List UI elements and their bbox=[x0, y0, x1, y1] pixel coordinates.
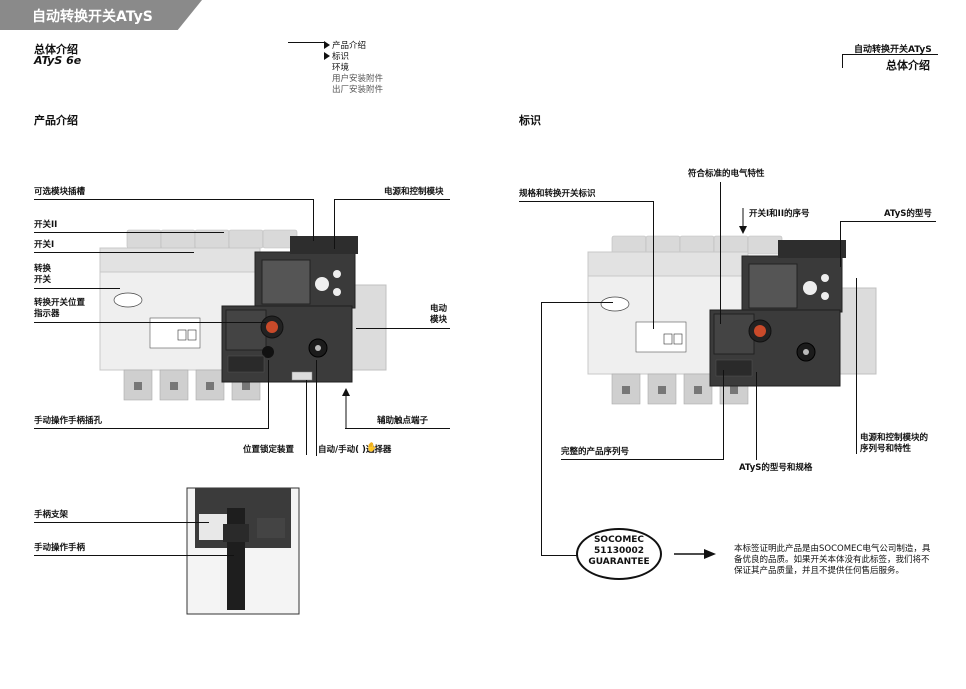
leader-guarantee-top bbox=[541, 302, 613, 303]
arrow-down-icon bbox=[739, 208, 747, 234]
leader-power-control-h bbox=[334, 199, 450, 200]
leader-transfer bbox=[34, 288, 120, 289]
label-power-control: 电源和控制模块 bbox=[384, 187, 444, 197]
leader-guarantee-bottom bbox=[541, 555, 577, 556]
leader-handle-bracket bbox=[34, 522, 209, 523]
leader-compliance bbox=[720, 182, 721, 324]
label-serial-12: 开关I和II的序号 bbox=[749, 209, 810, 219]
leader-module-serial bbox=[856, 278, 857, 454]
label-atys-model: ATyS的型号 bbox=[884, 209, 932, 219]
section-title-marking: 标识 bbox=[519, 114, 541, 127]
section-nav: 产品介绍 标识 环境 用户安装附件 出厂安装附件 bbox=[324, 41, 383, 96]
label-module-serial-2: 序列号和特性 bbox=[860, 444, 912, 454]
label-motor-2: 模块 bbox=[430, 315, 448, 325]
label-model-spec: ATyS的型号和规格 bbox=[739, 463, 813, 473]
label-motor-1: 电动 bbox=[430, 304, 448, 314]
leader-model-spec bbox=[756, 372, 757, 460]
leader-optional-slot-h bbox=[34, 199, 314, 200]
label-position-indicator-2: 指示器 bbox=[34, 309, 60, 319]
label-transfer-1: 转换 bbox=[34, 264, 52, 274]
leader-handle-hole-h bbox=[34, 428, 269, 429]
right-header-rule-v bbox=[842, 54, 843, 68]
handle-photo bbox=[186, 487, 300, 615]
right-header-rule bbox=[842, 54, 938, 55]
leader-optional-slot-v bbox=[313, 199, 314, 241]
leader-atys-model-h bbox=[840, 221, 936, 222]
label-module-serial-1: 电源和控制模块的 bbox=[860, 433, 929, 443]
leader-full-serial-v bbox=[723, 370, 724, 460]
leader-full-serial-h bbox=[561, 459, 724, 460]
label-lock-device: 位置锁定装置 bbox=[243, 445, 295, 455]
right-product-name: 自动转换开关ATyS bbox=[854, 45, 932, 55]
page-title: 总体介绍 bbox=[34, 43, 78, 56]
label-switch-1: 开关I bbox=[34, 240, 55, 250]
leader-handle-hole-v bbox=[268, 360, 269, 428]
leader-spec-h bbox=[519, 201, 654, 202]
guarantee-line-1: SOCOMEC bbox=[593, 535, 645, 545]
label-full-serial: 完整的产品序列号 bbox=[561, 447, 630, 457]
guarantee-line-3: GUARANTEE bbox=[588, 557, 650, 567]
label-position-indicator-1: 转换开关位置 bbox=[34, 298, 86, 308]
nav-item-marking[interactable]: 标识 bbox=[324, 52, 383, 63]
guarantee-note: 本标签证明此产品是由SOCOMEC电气公司制造，具备优良的品质。如果开关本体没有… bbox=[734, 544, 931, 576]
leader-manual-handle bbox=[34, 555, 234, 556]
label-switch-2: 开关II bbox=[34, 220, 58, 230]
nav-connector bbox=[288, 42, 324, 43]
guarantee-line-2: 51130002 bbox=[593, 546, 645, 556]
header-tab-title: 自动转换开关ATyS bbox=[32, 9, 153, 25]
leader-position-indicator bbox=[34, 322, 266, 323]
label-aux-terminal: 辅助触点端子 bbox=[377, 416, 429, 426]
label-spec: 规格和转换开关标识 bbox=[519, 189, 596, 199]
guarantee-stamp: SOCOMEC 51130002 GUARANTEE bbox=[576, 528, 662, 580]
page-subtitle: ATyS 6e bbox=[34, 54, 82, 67]
leader-aux-h bbox=[345, 428, 450, 429]
header-tab: 自动转换开关ATyS bbox=[0, 0, 202, 30]
label-transfer-2: 开关 bbox=[34, 275, 52, 285]
leader-motor bbox=[356, 328, 450, 329]
triangle-right-icon bbox=[324, 52, 330, 60]
leader-guarantee-v bbox=[541, 302, 542, 556]
section-title-intro: 产品介绍 bbox=[34, 114, 78, 127]
leader-selector bbox=[316, 360, 317, 456]
triangle-right-icon bbox=[324, 41, 330, 49]
label-compliance: 符合标准的电气特性 bbox=[688, 169, 765, 179]
hand-icon: ✋ bbox=[366, 443, 378, 453]
arrow-right-icon bbox=[674, 549, 716, 559]
leader-atys-model-v bbox=[840, 221, 841, 267]
leader-switch-1 bbox=[34, 252, 194, 253]
leader-spec-v bbox=[653, 201, 654, 329]
label-optional-slot: 可选模块插槽 bbox=[34, 187, 86, 197]
leader-lock bbox=[306, 380, 307, 455]
nav-item-user-accessories[interactable]: 用户安装附件 bbox=[332, 74, 384, 84]
label-handle-hole: 手动操作手柄插孔 bbox=[34, 416, 103, 426]
nav-item-intro[interactable]: 产品介绍 bbox=[324, 41, 383, 52]
leader-switch-2 bbox=[34, 232, 224, 233]
label-handle-bracket: 手柄支架 bbox=[34, 510, 69, 520]
label-selector: 自动/手动( )选择器 bbox=[318, 445, 392, 455]
right-page-title: 总体介绍 bbox=[886, 59, 930, 72]
label-manual-handle: 手动操作手柄 bbox=[34, 543, 86, 553]
nav-item-factory-accessories[interactable]: 出厂安装附件 bbox=[332, 85, 384, 95]
nav-item-environment[interactable]: 环境 bbox=[332, 63, 350, 73]
arrow-up-icon bbox=[342, 388, 350, 428]
leader-power-control-v bbox=[334, 199, 335, 249]
